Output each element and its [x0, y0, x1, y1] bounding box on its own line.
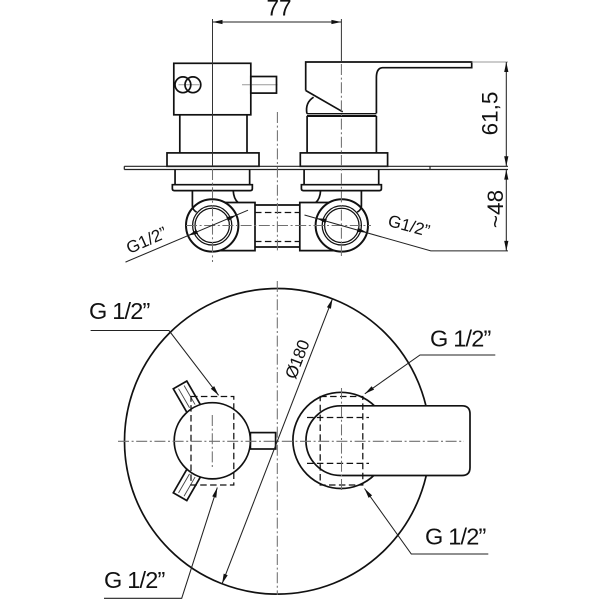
svg-text:61,5: 61,5	[478, 92, 503, 136]
svg-text:G 1/2”: G 1/2”	[104, 567, 165, 593]
svg-text:G 1/2”: G 1/2”	[425, 524, 486, 550]
svg-text:G 1/2”: G 1/2”	[89, 298, 150, 324]
svg-text:~48: ~48	[483, 190, 508, 228]
svg-text:77: 77	[266, 0, 291, 21]
svg-text:G 1/2”: G 1/2”	[430, 326, 491, 352]
